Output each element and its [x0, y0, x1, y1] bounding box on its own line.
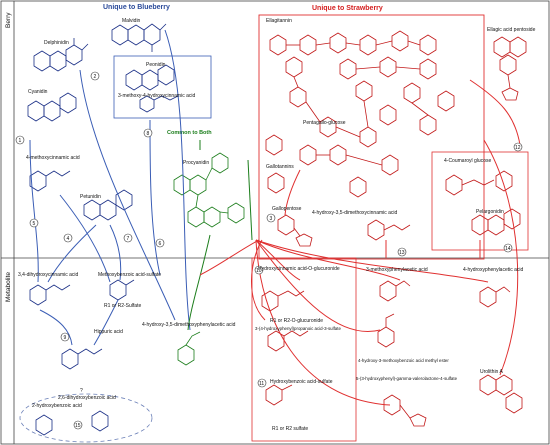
methoxyphenylacetic-structure	[379, 280, 411, 302]
label-methoxyphenylacetic: 3-methoxyphenylacetic acid	[366, 267, 428, 273]
label-methoxy-hydroxycinnamic: 3-methoxy-4-hydroxycinnamic acid	[118, 93, 195, 99]
label-gallopentose: Gallopentose	[272, 206, 302, 212]
common-header: Common to Both	[167, 130, 212, 136]
label-hydroxybenzoic: 2-hydroxybenzoic acid	[32, 403, 82, 409]
label-ellagic-pentoside: Ellagic acid pentoside	[487, 27, 536, 33]
step-4: 4	[67, 236, 70, 242]
step-3: 3	[270, 216, 273, 222]
label-procyanidin: Procyanidin	[183, 160, 209, 166]
delphinidin-structure	[33, 38, 89, 72]
methoxy-hydroxycinnamic-structure	[139, 95, 179, 113]
blueberry-header: Unique to Blueberry	[103, 4, 170, 11]
step-15: 15	[75, 423, 81, 429]
common-pathways	[187, 140, 253, 331]
step-12: 12	[515, 145, 521, 151]
blueberry-pathways	[29, 29, 191, 346]
step-8: 8	[147, 131, 150, 137]
label-delphinidin: Delphinidin	[44, 40, 69, 46]
peonidin-structure	[125, 64, 175, 91]
dihydroxybenzoic-structure	[91, 410, 109, 432]
hippuric-structure	[61, 348, 103, 370]
pelargonidin-structure	[471, 208, 521, 236]
label-phenylpropanoic-sulfate: 3-(4-hydroxyphenyl)propanoic acid-3-sulf…	[255, 326, 341, 331]
label-pentagallo: Pentagallo-glucose	[303, 120, 346, 126]
dihydroxycinnamic-structure	[29, 284, 71, 306]
berry-side-label: Berry	[5, 12, 12, 28]
hydroxy-dimethoxyphenylacetic-structure	[177, 331, 201, 366]
cyanidin-structure	[27, 92, 77, 122]
step-9: 9	[64, 335, 67, 341]
label-peonidin: Peonidin	[146, 62, 166, 68]
hydroxybenzoic-structure	[35, 414, 53, 436]
label-cyanidin: Cyanidin	[28, 89, 48, 95]
label-hmpa-methyl-ester: 4-hydroxy-3-methoxybenzoic acid methyl e…	[358, 358, 449, 363]
urolithin-structure	[479, 374, 523, 414]
step-5: 5	[33, 221, 36, 227]
hydroxy-dimethoxycinnamic-structure	[367, 219, 411, 241]
malvidin-structure	[111, 23, 167, 52]
label-dihydroxybenzoic: 2,6-dihydroxybenzoic acid	[58, 395, 116, 401]
hmpa-methyl-ester-structure	[377, 313, 395, 348]
label-coumaroyl-glucose: 4-Coumaroyl glucose	[444, 158, 491, 164]
label-valerolactone: 5-(3-hydroxyphenyl)-gamma-valerolactone-…	[356, 376, 458, 381]
pentagallo-structure	[265, 134, 399, 198]
step-7: 7	[127, 236, 130, 242]
strawberry-pathways	[199, 79, 521, 406]
step-2: 2	[94, 74, 97, 80]
label-hca-glucuronide: Hydroxycinnamic acid-O-glucuronide	[258, 266, 340, 272]
label-qmark: ?	[80, 388, 83, 394]
label-r1r2-sulfate: R1 or R2-Sulfate	[104, 303, 141, 309]
valerolactone-structure	[383, 394, 427, 427]
label-hydroxy-dimethoxycinnamic: 4-hydroxy-3,5-dimethoxycinnamic acid	[312, 210, 398, 216]
label-hydroxyphenylacetic: 4-hydroxyphenylacetic acid	[463, 267, 524, 273]
hydroxyphenylacetic-structure	[479, 286, 511, 308]
ellagic-pentoside-structure	[493, 36, 527, 101]
coumaroyl-glucose-structure	[445, 170, 513, 196]
metabolite-strawberry-box	[251, 257, 357, 442]
label-malvidin: Malvidin	[122, 18, 141, 24]
procyanidin-structure	[173, 152, 245, 228]
hba-sulfate-structure	[265, 384, 293, 406]
label-r1r2-glucuronide: R1 or R2-O-glucuronide	[270, 318, 323, 324]
step-10: 10	[256, 268, 262, 274]
compound-labels: Malvidin Delphinidin Peonidin Cyanidin 3…	[18, 18, 536, 432]
label-hba-sulfate: Hydroxybenzoic acid-sulfate	[270, 379, 333, 385]
step-13: 13	[399, 250, 405, 256]
step-14: 14	[505, 246, 511, 252]
methoxybenzoic-sulfate-structure	[109, 279, 135, 301]
label-hippuric: Hippuric acid	[94, 329, 123, 335]
step-6: 6	[159, 241, 162, 247]
unknown-metabolites-ellipse	[19, 393, 153, 443]
label-ellagitannin: Ellagitannin	[266, 18, 292, 24]
step-11: 11	[259, 381, 264, 387]
label-hydroxy-dimethoxyphenylacetic: 4-hydroxy-3,5-dimethoxyphenylacetic acid	[142, 322, 236, 328]
gallopentose-structure	[277, 214, 313, 247]
label-urolithin: Urolithin A	[480, 369, 503, 375]
petunidin-structure	[83, 189, 133, 221]
label-dihydroxycinnamic: 3,4-dihydroxycinnamic acid	[18, 272, 79, 278]
methoxycinnamic-structure	[29, 170, 71, 192]
blueberry-box	[113, 55, 212, 119]
phenylpropanoic-sulfate-structure	[267, 330, 309, 352]
step-markers: 1 2 3 4 5 6 7 8 9 10 11 12 13 14 15	[15, 71, 523, 430]
label-methoxycinnamic: 4-methoxycinnamic acid	[26, 155, 80, 161]
metabolite-side-label: Metabolite	[5, 272, 12, 302]
strawberry-box	[258, 14, 485, 260]
label-methoxybenzoic-sulfate: Methoxybenzoic acid-sulfate	[98, 272, 161, 278]
label-petunidin: Petunidin	[80, 194, 101, 200]
step-1: 1	[19, 138, 22, 144]
ellagitannin-structure	[269, 30, 455, 148]
label-gallotannins: Gallotannins	[266, 164, 294, 170]
label-r1r2-sulfate-2: R1 or R2 sulfate	[272, 426, 308, 432]
label-pelargonidin: Pelargonidin	[476, 209, 504, 215]
strawberry-header: Unique to Strawberry	[312, 5, 383, 12]
